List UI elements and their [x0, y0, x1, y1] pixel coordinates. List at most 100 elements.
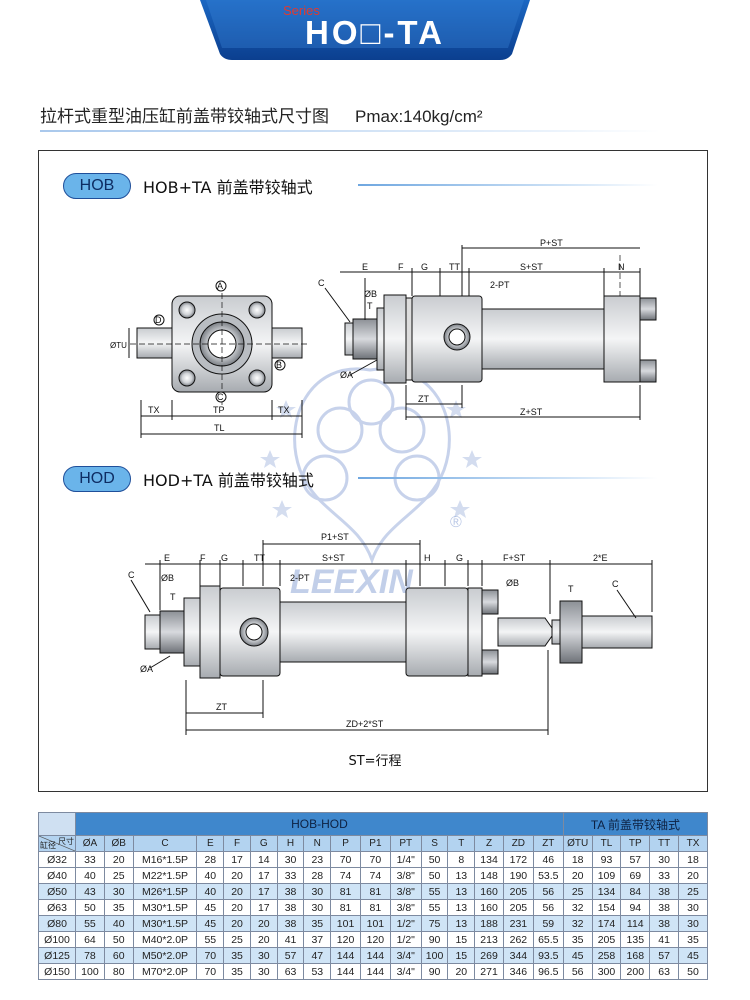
table-cell: 100: [75, 963, 105, 980]
table-cell: 172: [502, 851, 534, 868]
column-header: ØB: [103, 835, 134, 852]
table-cell: 55: [75, 915, 105, 932]
table-cell: 20: [223, 867, 251, 884]
group-hob-hod: HOB-HOD: [75, 812, 564, 836]
table-cell: 20: [223, 915, 251, 932]
table-cell: 63: [649, 963, 679, 980]
table-cell: 84: [620, 883, 651, 900]
column-header: P: [330, 835, 361, 852]
column-header: E: [196, 835, 225, 852]
label-f-st: F+ST: [503, 553, 526, 563]
table-cell: 59: [532, 915, 564, 932]
table-cell: 32: [562, 899, 593, 916]
table-cell: M30*1.5P: [132, 899, 198, 916]
label-2pt: 2-PT: [290, 573, 310, 583]
table-cell: 271: [474, 963, 504, 980]
table-cell: 47: [303, 947, 332, 964]
table-cell: 70: [196, 963, 225, 980]
page-title-text: 拉杆式重型油压缸前盖带铰轴式尺寸图: [40, 107, 329, 127]
table-cell: M30*1.5P: [132, 915, 198, 932]
table-cell: 56: [532, 883, 564, 900]
hod-pill: HOD: [63, 466, 131, 492]
table-cell: 38: [276, 883, 305, 900]
label-oa: ØA: [340, 370, 353, 380]
table-cell: 28: [196, 851, 225, 868]
table-cell: 205: [502, 883, 534, 900]
column-header: T: [447, 835, 476, 852]
table-cell: 20: [223, 899, 251, 916]
table-cell: 3/4": [389, 963, 422, 980]
table-cell: 13: [447, 915, 476, 932]
table-cell: 30: [677, 915, 709, 932]
table-cell: 20: [677, 867, 709, 884]
table-cell: 35: [223, 947, 251, 964]
table-cell: 70: [196, 947, 225, 964]
label-ob: ØB: [161, 573, 174, 583]
table-cell: 1/4": [389, 851, 422, 868]
table-cell: 168: [620, 947, 651, 964]
table-cell: 25: [562, 883, 593, 900]
hob-section-rule: [358, 184, 658, 186]
table-cell: 120: [330, 931, 361, 948]
label-zt: ZT: [418, 394, 429, 404]
table-cell: 20: [103, 851, 134, 868]
title-underline: [40, 130, 660, 132]
label-tt: TT: [254, 553, 265, 563]
label-tp: TP: [213, 405, 225, 415]
table-cell: 60: [103, 947, 134, 964]
label-tx-left: TX: [148, 405, 160, 415]
table-cell: 30: [103, 883, 134, 900]
table-cell: 93.5: [532, 947, 564, 964]
table-cell: 300: [591, 963, 622, 980]
table-cell: 15: [447, 947, 476, 964]
table-cell: 38: [276, 915, 305, 932]
column-header: N: [303, 835, 332, 852]
column-header: G: [249, 835, 278, 852]
table-cell: 3/4": [389, 947, 422, 964]
table-cell: 25: [103, 867, 134, 884]
label-2e: 2*E: [593, 553, 608, 563]
table-cell: 13: [447, 899, 476, 916]
table-cell: 174: [591, 915, 622, 932]
label-t: T: [170, 592, 176, 602]
table-cell: 120: [359, 931, 391, 948]
table-cell: 53: [303, 963, 332, 980]
table-cell: 134: [474, 851, 504, 868]
label-s-st: S+ST: [322, 553, 345, 563]
bore-size-cell: Ø100: [37, 931, 77, 948]
table-cell: M40*2.0P: [132, 931, 198, 948]
bore-size-cell: Ø32: [37, 851, 77, 868]
table-cell: 18: [677, 851, 709, 868]
table-cell: 41: [649, 931, 679, 948]
table-cell: 213: [474, 931, 504, 948]
table-cell: 53.5: [532, 867, 564, 884]
table-cell: 1/2": [389, 915, 422, 932]
label-oa: ØA: [140, 664, 153, 674]
label-f: F: [200, 553, 206, 563]
column-header: C: [132, 835, 198, 852]
bore-size-cell: Ø80: [37, 915, 77, 932]
table-cell: 20: [562, 867, 593, 884]
column-header: ØTU: [562, 835, 593, 852]
hob-side-view: [324, 245, 657, 420]
table-cell: 38: [649, 883, 679, 900]
table-cell: 20: [223, 883, 251, 900]
table-cell: 17: [249, 883, 278, 900]
table-cell: M70*2.0P: [132, 963, 198, 980]
table-cell: 30: [677, 899, 709, 916]
table-cell: 81: [330, 899, 361, 916]
stroke-note: ST=行程: [348, 754, 402, 769]
column-header: ØA: [75, 835, 105, 852]
column-header: TX: [677, 835, 709, 852]
table-cell: 57: [620, 851, 651, 868]
table-cell: 346: [502, 963, 534, 980]
hob-end-view-labels: A B C D ØTU TX TP TX TL: [110, 281, 290, 433]
hob-section-label: HOB+TA 前盖带铰轴式: [143, 178, 313, 197]
column-header: H: [276, 835, 305, 852]
table-cell: 1/2": [389, 931, 422, 948]
table-cell: 160: [474, 883, 504, 900]
